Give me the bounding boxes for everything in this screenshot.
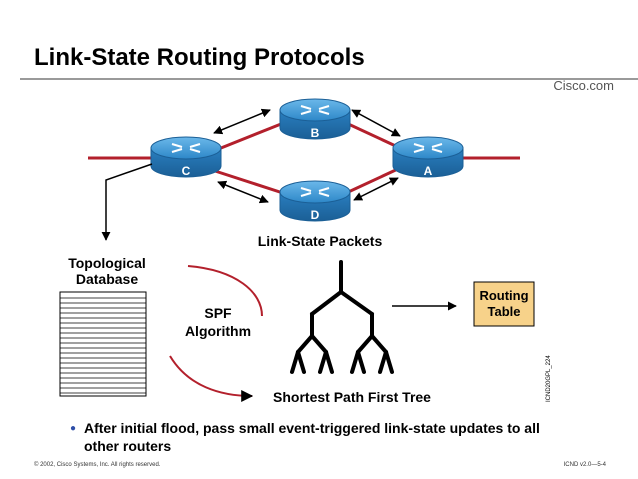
slide-title: Link-State Routing Protocols [34, 44, 365, 71]
router-label: A [424, 164, 433, 178]
spf-curve-bottom [169, 355, 254, 402]
figure-code: ICND20GPL_224 [546, 355, 552, 402]
routing-table-label-line1: Routing [479, 288, 528, 303]
spf-curve-top [187, 265, 263, 317]
lsp-arrow-c-b [213, 108, 271, 135]
router-c: C [150, 136, 222, 178]
spf-label-line1: SPF [204, 305, 232, 321]
topo-db-label-line1: Topological [68, 255, 146, 271]
lsp-arrow-d-a [353, 177, 399, 201]
lsp-arrows [213, 108, 401, 204]
link-c-d [211, 168, 287, 196]
spf-tree-graphic [290, 260, 394, 374]
brand-label: Cisco.com [553, 78, 614, 93]
lsp-label: Link-State Packets [258, 233, 383, 249]
router-a: A [392, 136, 464, 178]
footer-copyright: © 2002, Cisco Systems, Inc. All rights r… [34, 462, 161, 468]
bullet-point: ● After initial flood, pass small event-… [70, 419, 540, 455]
topo-database-table [59, 291, 147, 397]
spf-label-line2: Algorithm [185, 323, 251, 339]
router-b: B [279, 98, 351, 140]
router-label: C [182, 164, 191, 178]
router-label: D [311, 208, 320, 222]
routing-table-label-line2: Table [488, 304, 521, 319]
title-rule [20, 78, 638, 80]
footer-course-code: ICND v2.0—5-4 [563, 462, 606, 468]
bullet-text: After initial flood, pass small event-tr… [84, 420, 540, 454]
spf-tree-label: Shortest Path First Tree [273, 389, 431, 405]
link-b-a [343, 120, 401, 150]
routing-table-box [473, 281, 535, 327]
router-d: D [279, 180, 351, 222]
lsp-arrow-c-d [217, 180, 269, 204]
bullet-dot-icon: ● [70, 423, 77, 434]
lsp-arrow-b-a [351, 109, 401, 137]
link-c-b [215, 120, 287, 152]
c-to-database-arrow [101, 163, 153, 241]
router-label: B [311, 126, 320, 140]
topo-db-label-line2: Database [76, 271, 138, 287]
